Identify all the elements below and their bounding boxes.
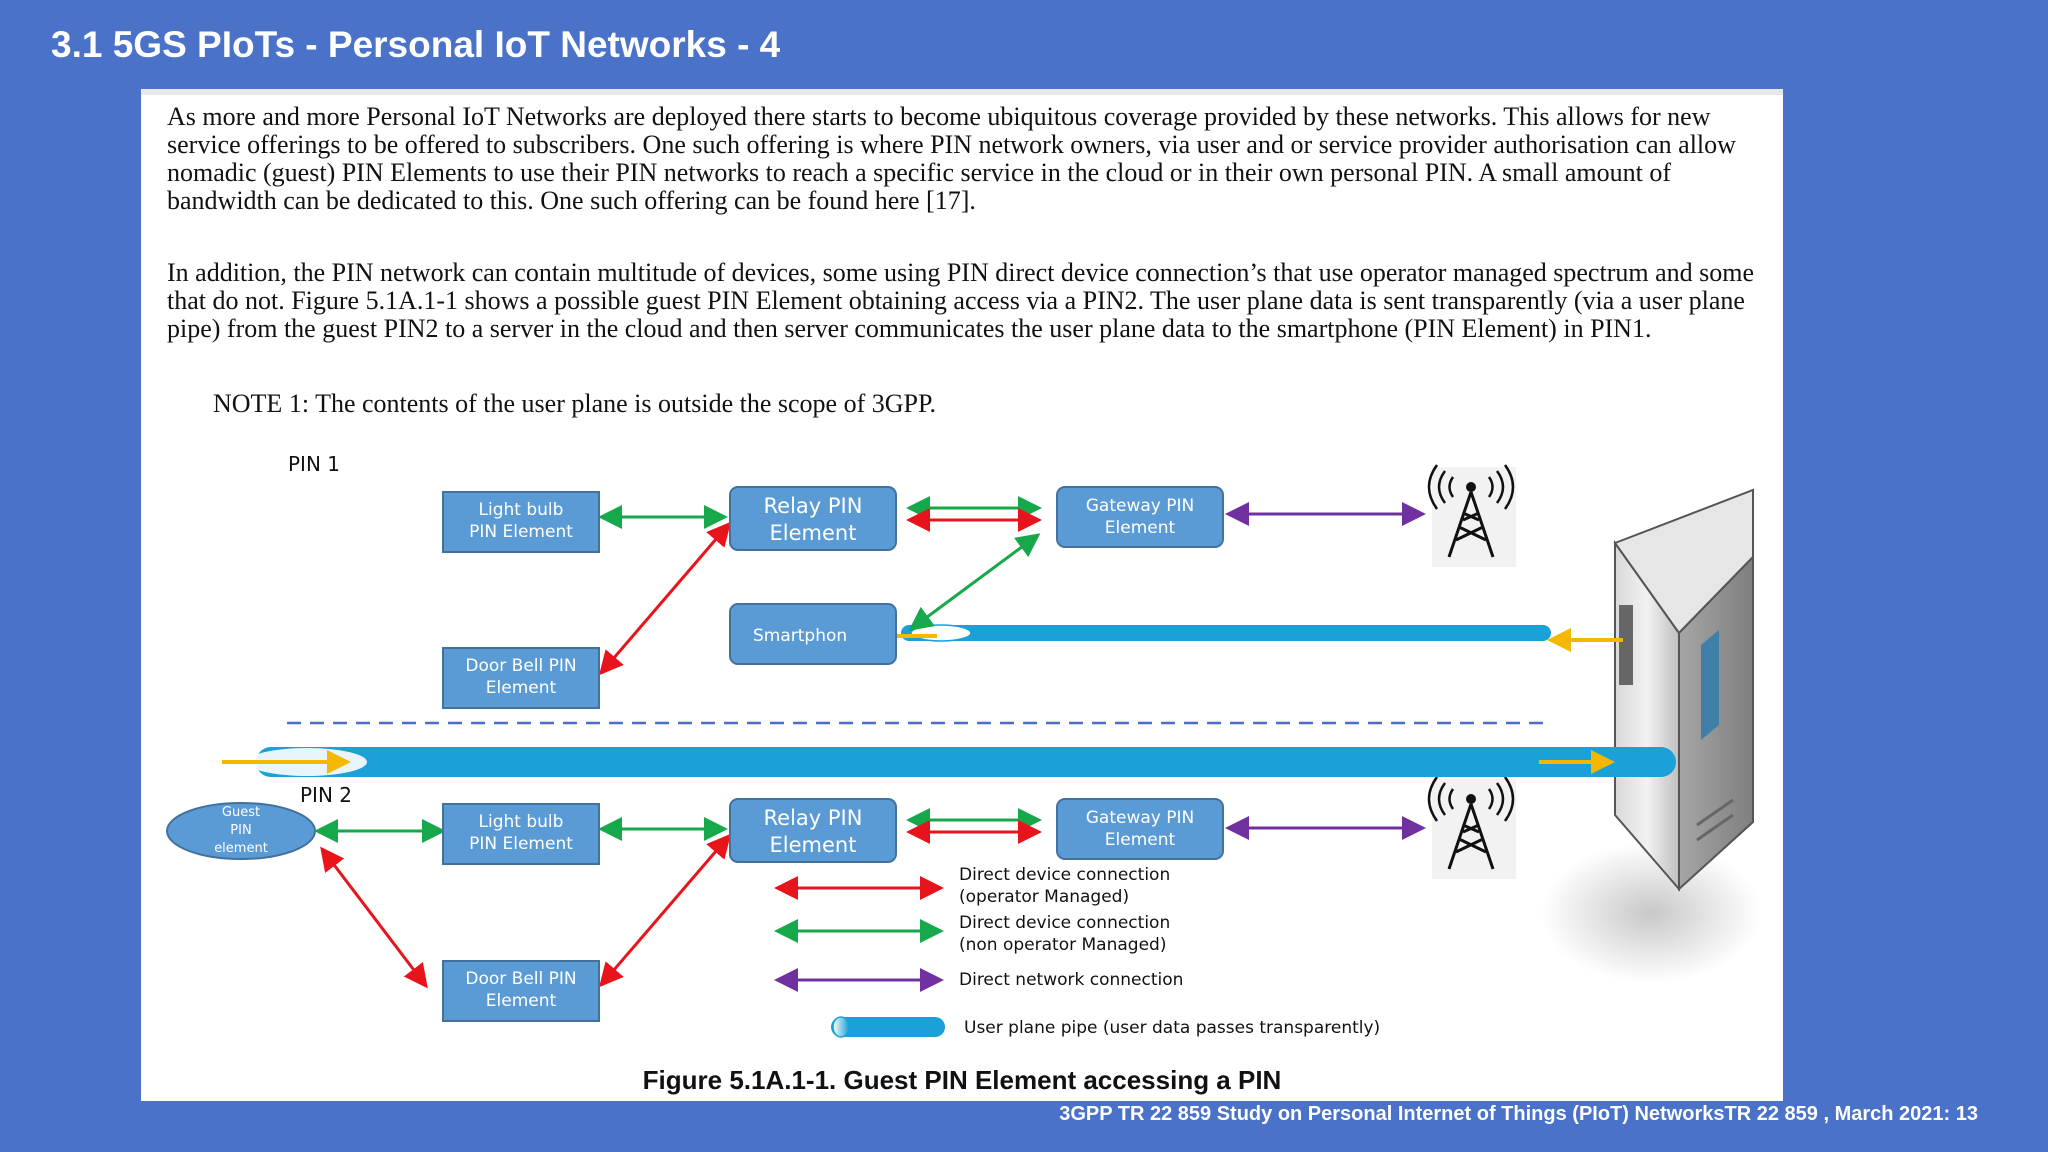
legend-red-line2: (operator Managed) [959, 887, 1129, 907]
guest-pin-diagram: PIN 1 PIN 2 [166, 452, 1761, 1038]
svg-text:Element: Element [1105, 518, 1176, 538]
pin2-relay-element: Relay PIN Element [729, 798, 897, 863]
svg-text:Smartphon: Smartphon [753, 626, 847, 646]
svg-text:Relay PIN: Relay PIN [764, 806, 863, 830]
svg-text:Light bulb: Light bulb [479, 812, 564, 832]
antenna-icon-pin1 [1427, 464, 1516, 567]
svg-text:Element: Element [486, 991, 557, 1011]
svg-text:element: element [214, 841, 268, 856]
svg-text:Door Bell PIN: Door Bell PIN [465, 656, 576, 676]
svg-text:Element: Element [770, 521, 857, 545]
pin1-gateway-element: Gateway PIN Element [1056, 486, 1224, 548]
legend-green-line2: (non operator Managed) [959, 935, 1166, 955]
pin2-doorbell-element: Door Bell PIN Element [442, 960, 600, 1022]
figure-caption: Figure 5.1A.1-1. Guest PIN Element acces… [642, 1065, 1282, 1095]
pin2-connections [314, 808, 1426, 989]
svg-text:Element: Element [1105, 830, 1176, 850]
svg-text:PIN: PIN [230, 823, 251, 838]
slide-title: 3.1 5GS PIoTs - Personal IoT Networks - … [51, 24, 781, 65]
legend-red-line1: Direct device connection [959, 865, 1170, 885]
svg-text:Light bulb: Light bulb [479, 500, 564, 520]
document-panel: As more and more Personal IoT Networks a… [141, 89, 1783, 1101]
server-shadow [1541, 843, 1761, 983]
user-plane-pipe-main [247, 747, 1676, 777]
paragraph-1: As more and more Personal IoT Networks a… [167, 102, 1736, 215]
note-1: NOTE 1: The contents of the user plane i… [213, 389, 937, 418]
svg-text:PIN Element: PIN Element [469, 522, 573, 542]
pin2-gateway-element: Gateway PIN Element [1056, 798, 1224, 860]
pin1-relay-element: Relay PIN Element [729, 486, 897, 551]
pin1-connections [598, 496, 1426, 676]
pin2-lightbulb-element: Light bulb PIN Element [442, 803, 600, 865]
svg-text:Element: Element [770, 833, 857, 857]
svg-text:Gateway PIN: Gateway PIN [1086, 808, 1194, 828]
antenna-icon-pin2 [1427, 776, 1516, 879]
data-flow-arrows [222, 624, 1623, 774]
pin1-label: PIN 1 [288, 452, 340, 476]
svg-text:Element: Element [486, 678, 557, 698]
legend-pipe: User plane pipe (user data passes transp… [964, 1018, 1380, 1038]
pin2-label: PIN 2 [300, 783, 352, 807]
svg-text:Gateway PIN: Gateway PIN [1086, 496, 1194, 516]
svg-text:PIN Element: PIN Element [469, 834, 573, 854]
diagram-legend: Direct device connection (operator Manag… [774, 865, 1380, 1038]
pin1-smartphone-element: Smartphon [729, 603, 897, 665]
svg-text:Relay PIN: Relay PIN [764, 494, 863, 518]
pin1-doorbell-element: Door Bell PIN Element [442, 647, 600, 709]
legend-purple: Direct network connection [959, 970, 1183, 990]
user-plane-pipe-pin1 [901, 624, 1551, 642]
slide-footer: 3GPP TR 22 859 Study on Personal Interne… [1059, 1103, 1978, 1125]
pin2-guest-element: Guest PIN element [166, 802, 316, 860]
svg-text:Guest: Guest [222, 805, 260, 820]
pin1-lightbulb-element: Light bulb PIN Element [442, 491, 600, 553]
svg-text:Door Bell PIN: Door Bell PIN [465, 969, 576, 989]
server-icon [1613, 488, 1754, 892]
legend-green-line1: Direct device connection [959, 913, 1170, 933]
paragraph-2: In addition, the PIN network can contain… [167, 258, 1755, 343]
